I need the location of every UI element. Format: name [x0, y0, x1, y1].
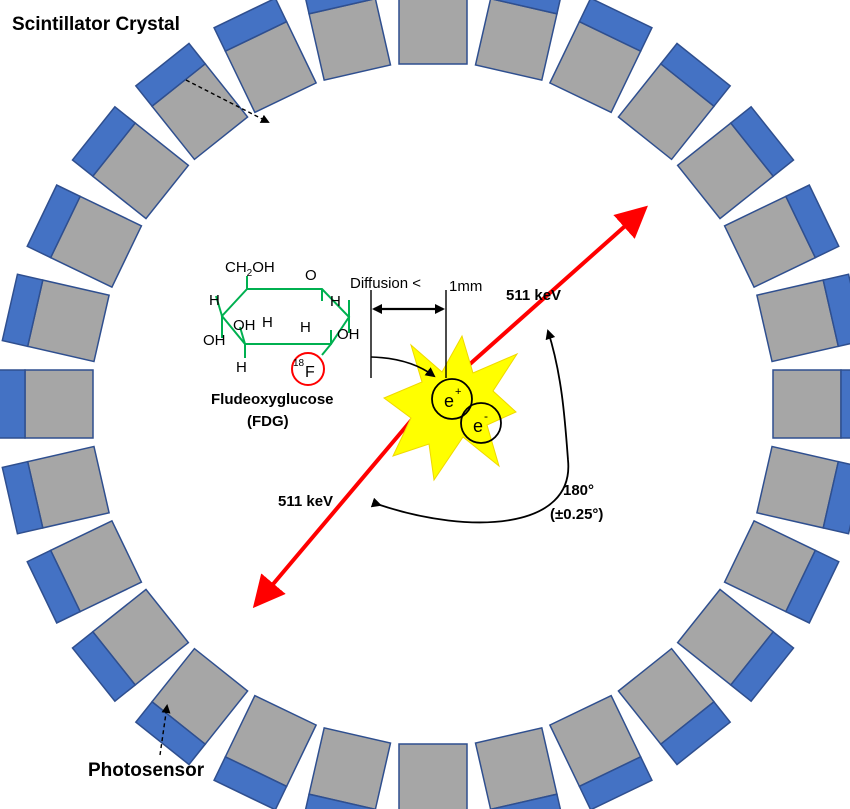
photosensor: [784, 184, 840, 259]
detector-module: [756, 445, 850, 535]
detector-module: [617, 42, 732, 161]
detector-module: [213, 694, 318, 809]
ring-oxygen: O: [305, 267, 317, 284]
photosensor: [302, 793, 377, 809]
photosensor: [26, 549, 82, 624]
molecule-abbrev: (FDG): [247, 413, 289, 430]
photosensor-pointer-icon: [159, 704, 171, 756]
detector-module: [474, 727, 564, 809]
photosensor: [729, 105, 795, 178]
detector-module: [134, 42, 249, 161]
oh-right: OH: [337, 326, 360, 343]
fdg-molecule: CH2OH O H H OH H H OH OH H 18 F Fludeoxy…: [203, 259, 360, 430]
photosensor: [1, 460, 44, 535]
molecule-bonds: [215, 276, 351, 358]
detector-module: [617, 647, 732, 766]
photosensor: [134, 700, 207, 766]
h-upper-left: H: [209, 292, 220, 309]
fluorine-circle: [291, 352, 325, 386]
photosensor: [729, 630, 795, 703]
oh-inner: OH: [233, 317, 256, 334]
scintillator-crystal: [398, 0, 468, 65]
photosensor: [822, 460, 850, 535]
energy-label-upper: 511 keV: [506, 287, 561, 304]
fluorine-symbol: F: [305, 364, 315, 381]
h-inner-left: H: [262, 314, 273, 331]
photosensor: [26, 184, 82, 259]
photosensor: [840, 369, 850, 439]
detector-module: [71, 105, 190, 220]
detector-module: [676, 588, 795, 703]
positron-charge: +: [455, 386, 461, 398]
photosensor: [1, 273, 44, 348]
detector-module: [302, 727, 392, 809]
photosensor: [302, 0, 377, 15]
photosensor: [489, 793, 564, 809]
detector-module: [71, 588, 190, 703]
detector-module: [548, 0, 653, 114]
photosensor: [822, 273, 850, 348]
angle-arc-arrow: [370, 329, 569, 524]
scintillator-crystal: [308, 0, 392, 81]
detector-module: [548, 694, 653, 809]
molecule-name: Fludeoxyglucose: [211, 391, 334, 408]
photosensor: [659, 42, 732, 108]
photosensor: [659, 700, 732, 766]
photosensor: [213, 0, 288, 53]
scintillator-pointer-icon: [185, 79, 270, 123]
detector-module: [1, 445, 110, 535]
detector-module: [756, 273, 850, 363]
scintillator-crystal: [474, 0, 558, 81]
detector-module: [134, 647, 249, 766]
detector-module: [398, 0, 468, 65]
photosensor: [578, 755, 653, 809]
h-upper-right: H: [330, 293, 341, 310]
detector-module: [0, 369, 94, 439]
detector-module: [1, 273, 110, 363]
detector-module: [398, 743, 468, 809]
detector-module: [213, 0, 318, 114]
oh-left: OH: [203, 332, 226, 349]
diffusion-value: 1mm: [449, 278, 482, 295]
scintillator-crystal: [398, 743, 468, 809]
photosensor: [784, 549, 840, 624]
photosensor: [71, 630, 137, 703]
detector-module: [302, 0, 392, 81]
angle-label: 180°: [563, 482, 594, 499]
fluorine-mass: 18: [293, 358, 305, 369]
h-inner-right: H: [300, 319, 311, 336]
detector-module: [723, 519, 840, 624]
scintillator-crystal-label: Scintillator Crystal: [12, 14, 180, 35]
photosensor: [489, 0, 564, 15]
photosensor: [578, 0, 653, 53]
h-lower: H: [236, 359, 247, 376]
detector-module: [723, 184, 840, 289]
photosensor: [213, 755, 288, 809]
energy-label-lower: 511 keV: [278, 493, 333, 510]
ch2oh-group: CH2OH: [225, 259, 275, 279]
photosensor-label: Photosensor: [88, 760, 205, 781]
electron-label: e: [473, 416, 483, 436]
photosensor: [71, 105, 137, 178]
scintillator-crystal: [772, 369, 842, 439]
photosensor: [134, 42, 207, 108]
photosensor: [0, 369, 26, 439]
electron-charge: -: [484, 409, 488, 423]
detector-module: [676, 105, 795, 220]
scintillator-crystal: [24, 369, 94, 439]
positron-label: e: [444, 391, 454, 411]
diffusion-label: Diffusion <: [350, 275, 421, 292]
detector-module: [26, 519, 143, 624]
angle-tolerance: (±0.25°): [550, 506, 603, 523]
detector-module: [26, 184, 143, 289]
detector-module: [474, 0, 564, 81]
detector-module: [772, 369, 850, 439]
